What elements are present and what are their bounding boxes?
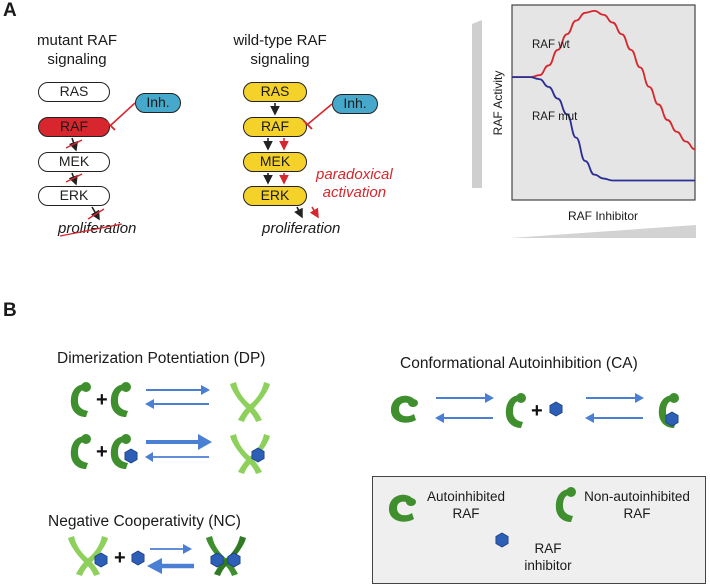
wildtype-mek-node: MEK xyxy=(243,152,307,172)
panel-a-letter: A xyxy=(3,0,17,21)
mutant-title: mutant RAF signaling xyxy=(22,31,132,69)
nc-plus: + xyxy=(114,547,126,569)
series-line-1 xyxy=(512,76,695,182)
wildtype-raf-node: RAF xyxy=(243,117,307,137)
chart-plot-area xyxy=(511,4,696,201)
ca-eq-arrows-2 xyxy=(585,393,644,423)
mutant-raf-node: RAF xyxy=(38,117,110,137)
nc-title: Negative Cooperativity (NC) xyxy=(48,513,241,530)
paradoxical-line1: paradoxical xyxy=(316,166,393,183)
dp-inhibitor-2 xyxy=(251,447,265,463)
legend-nonauto-line1: Non-autoinhibited xyxy=(584,489,690,504)
legend-inhibitor-label: RAF inhibitor xyxy=(508,540,588,574)
mutant-title-line2: signaling xyxy=(47,51,107,68)
nc-inhibitor-1 xyxy=(94,552,108,568)
dp-eq-arrows-2 xyxy=(145,434,212,462)
paradoxical-line2: activation xyxy=(322,184,387,201)
dp-monomer-3 xyxy=(70,434,91,469)
legend-autoinhibited-label: Autoinhibited RAF xyxy=(418,488,514,522)
ca-eq-arrows-1 xyxy=(435,393,494,423)
legend-nonauto-icon xyxy=(555,487,576,522)
mutant-cross-3 xyxy=(87,208,105,220)
raf-activity-chart: RAF Inhibitor RAF Activity RAF wt RAF mu… xyxy=(472,4,696,238)
ca-title: Conformational Autoinhibition (CA) xyxy=(400,355,638,372)
mutant-inhibitor: Inh. xyxy=(135,93,181,113)
nc-inhibitor-3 xyxy=(210,552,224,568)
wildtype-outcome: proliferation xyxy=(262,220,341,237)
legend-autoinhibited-line2: RAF xyxy=(452,506,480,521)
legend-nonauto-line2: RAF xyxy=(623,506,651,521)
y-axis-wedge-tip xyxy=(472,20,482,188)
wildtype-title-line1: wild-type RAF xyxy=(233,32,327,49)
mutant-arrow-erk-prolif xyxy=(90,206,100,221)
legend-inhibitor-line2: inhibitor xyxy=(524,558,572,573)
dp-dimer-1 xyxy=(230,382,270,422)
wildtype-title-line2: signaling xyxy=(250,51,310,68)
ca-autoinhibited-raf xyxy=(390,395,418,423)
chart-ylabel: RAF Activity xyxy=(491,71,505,136)
dp-plus-1: + xyxy=(96,389,108,411)
series-label-mut: RAF mut xyxy=(532,111,578,123)
legend-inhibitor-icon xyxy=(495,532,509,548)
mutant-mek-node: MEK xyxy=(38,152,110,172)
legend-nonauto-label: Non-autoinhibited RAF xyxy=(572,488,702,522)
ca-plus: + xyxy=(531,400,543,422)
dp-plus-2: + xyxy=(96,441,108,463)
dp-title: Dimerization Potentiation (DP) xyxy=(57,350,266,367)
series-label-wt: RAF wt xyxy=(532,39,571,51)
wildtype-erk-node: ERK xyxy=(243,186,307,206)
wildtype-inhibitor: Inh. xyxy=(332,94,378,114)
mutant-cross-1 xyxy=(65,139,83,149)
wildtype-inhibit-line xyxy=(307,103,333,125)
ca-bound-inhibitor xyxy=(665,411,679,427)
dp-inhibitor-1 xyxy=(124,448,138,464)
legend-autoinhibited-icon xyxy=(388,494,416,522)
nc-inhibitor-4 xyxy=(227,552,241,568)
mutant-cross-2 xyxy=(65,173,83,183)
wildtype-inhibit-tbar xyxy=(302,119,313,130)
chart-xlabel: RAF Inhibitor xyxy=(568,209,638,223)
nc-eq-arrows xyxy=(147,544,194,574)
nc-inhibitor-2 xyxy=(131,550,145,566)
series-line-0 xyxy=(512,9,696,151)
ca-inhibitor xyxy=(549,401,563,417)
mutant-prolif-strike xyxy=(59,223,123,237)
wildtype-red-arrow-erk-prolif xyxy=(309,206,319,219)
dp-monomer-1 xyxy=(70,382,91,417)
legend-box xyxy=(372,476,706,584)
paradoxical-activation-label: paradoxical activation xyxy=(316,166,393,202)
mutant-title-line1: mutant RAF xyxy=(36,32,118,49)
wildtype-arrow-erk-prolif xyxy=(294,206,303,219)
mutant-erk-node: ERK xyxy=(38,186,110,206)
mutant-arrows xyxy=(59,102,136,237)
legend-autoinhibited-line1: Autoinhibited xyxy=(426,489,506,504)
x-axis-wedge xyxy=(510,225,696,238)
wildtype-title: wild-type RAF signaling xyxy=(220,31,340,69)
wildtype-arrows xyxy=(263,103,333,219)
mutant-inhibit-line xyxy=(110,102,136,126)
mutant-ras-node: RAS xyxy=(38,82,110,102)
panel-b-letter: B xyxy=(3,300,17,321)
wildtype-ras-node: RAS xyxy=(243,82,307,102)
ca-open-raf xyxy=(505,393,526,428)
legend-inhibitor-line1: RAF xyxy=(534,541,562,556)
mutant-inhibit-tbar xyxy=(105,120,116,131)
dp-monomer-2 xyxy=(110,382,131,417)
dp-eq-arrows-1 xyxy=(145,385,210,409)
